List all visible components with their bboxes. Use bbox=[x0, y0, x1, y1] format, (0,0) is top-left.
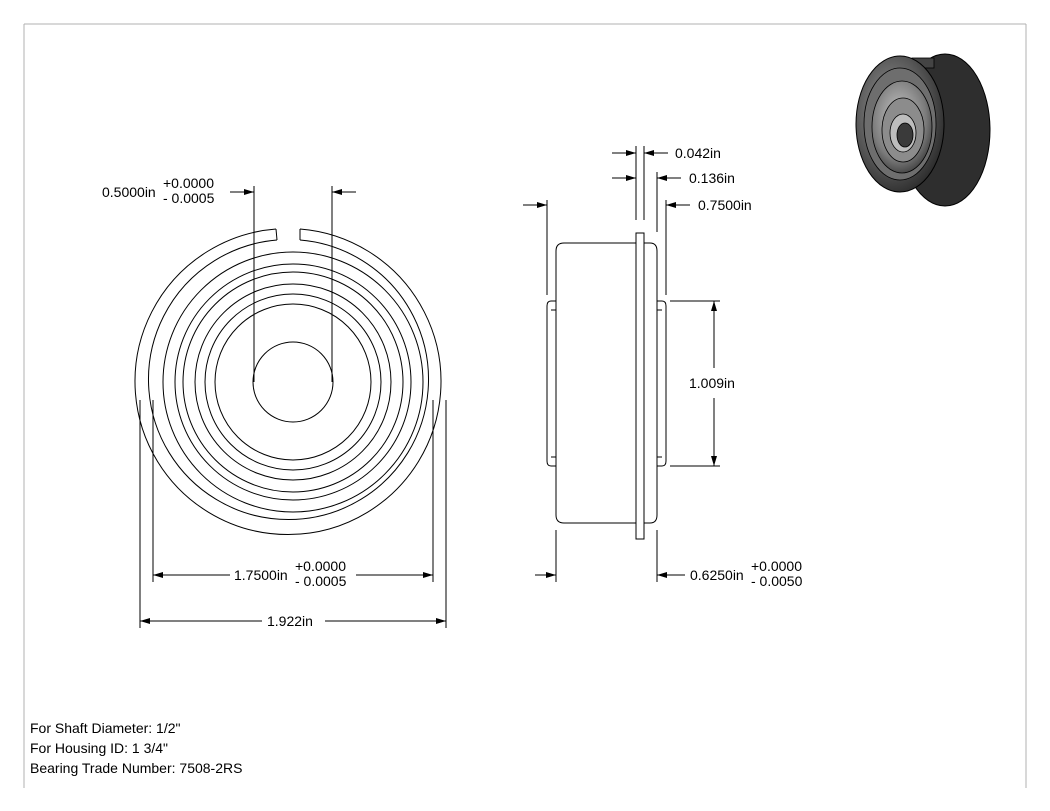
ring-circle-5 bbox=[204, 293, 382, 471]
side-dimensions bbox=[523, 146, 720, 582]
outer-diameter-tol-minus: - 0.0005 bbox=[295, 573, 347, 589]
flange-offset-value: 0.136in bbox=[689, 170, 735, 186]
dimension-labels: 0.5000in +0.0000 - 0.0005 1.7500in +0.00… bbox=[102, 145, 803, 629]
outer-diameter-tol-plus: +0.0000 bbox=[295, 558, 346, 574]
overall-width-value: 0.7500in bbox=[698, 197, 752, 213]
inner-ring-right bbox=[657, 300, 667, 467]
ring-circle-4 bbox=[194, 283, 392, 481]
housing-id-note: For Housing ID: 1 3/4" bbox=[30, 740, 169, 756]
ring-right bbox=[644, 242, 658, 524]
bore-value: 0.5000in bbox=[102, 184, 156, 200]
ring-width-value: 0.6250in bbox=[690, 567, 744, 583]
ring-body bbox=[555, 242, 637, 524]
ring-circle-6 bbox=[214, 303, 372, 461]
side-view bbox=[546, 232, 667, 540]
shaft-diameter-note: For Shaft Diameter: 1/2" bbox=[30, 720, 181, 736]
ring-width-tol-plus: +0.0000 bbox=[751, 558, 802, 574]
flange-profile bbox=[635, 232, 645, 540]
outer-diameter-value: 1.7500in bbox=[234, 567, 288, 583]
flange-thickness-value: 0.042in bbox=[675, 145, 721, 161]
inner-ring-diameter-value: 1.009in bbox=[689, 375, 735, 391]
flange-gap bbox=[275, 228, 301, 241]
inner-ring-left bbox=[546, 300, 556, 467]
bore-tol-plus: +0.0000 bbox=[163, 175, 214, 191]
front-dimensions bbox=[139, 186, 447, 628]
drawing-border bbox=[23, 23, 1027, 788]
ring-width-tol-minus: - 0.0050 bbox=[751, 573, 803, 589]
flange-diameter-value: 1.922in bbox=[267, 613, 313, 629]
bore-circle bbox=[252, 341, 334, 423]
isometric-view bbox=[855, 53, 991, 207]
ring-circle-1 bbox=[162, 251, 424, 513]
trade-number-note: Bearing Trade Number: 7508-2RS bbox=[30, 760, 243, 776]
front-view bbox=[134, 228, 442, 535]
flange-circle bbox=[134, 228, 442, 535]
ring-circle-3 bbox=[182, 271, 404, 493]
ring-circle-2 bbox=[174, 263, 412, 501]
bore-tol-minus: - 0.0005 bbox=[163, 190, 215, 206]
outer-ring-circle bbox=[148, 239, 429, 520]
